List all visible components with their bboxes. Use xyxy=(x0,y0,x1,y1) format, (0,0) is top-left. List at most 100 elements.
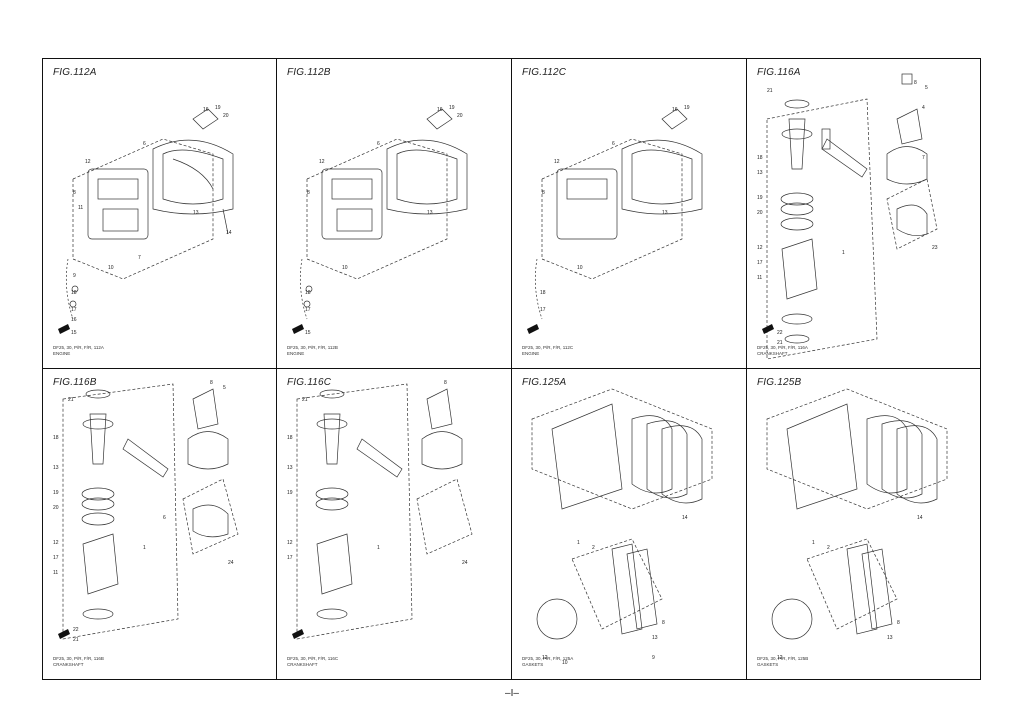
svg-text:1: 1 xyxy=(812,540,815,546)
svg-text:5: 5 xyxy=(925,85,928,91)
svg-text:8: 8 xyxy=(73,190,76,196)
svg-text:21: 21 xyxy=(777,340,783,346)
svg-text:15: 15 xyxy=(71,330,77,336)
svg-text:21: 21 xyxy=(767,88,773,94)
svg-text:13: 13 xyxy=(652,635,658,641)
figure-note: ENGINE xyxy=(287,350,305,356)
figure-code: DF25, 30, P/R, F/R, 116B xyxy=(53,656,104,661)
svg-text:19: 19 xyxy=(53,490,59,496)
figure-note: CRANKSHAFT xyxy=(757,350,788,356)
svg-text:16: 16 xyxy=(437,107,443,113)
svg-text:21: 21 xyxy=(73,637,79,643)
svg-text:13: 13 xyxy=(757,170,763,176)
svg-text:8: 8 xyxy=(542,190,545,196)
svg-text:21: 21 xyxy=(302,397,308,403)
svg-text:7: 7 xyxy=(922,155,925,161)
figure-code: DF25, 30, P/R, F/R, 116C xyxy=(287,656,339,661)
figure-note: CRANKSHAFT xyxy=(287,661,318,667)
svg-text:20: 20 xyxy=(223,113,229,119)
figure-code: DF25, 30, P/R, F/R, 112B xyxy=(287,345,338,350)
svg-text:17: 17 xyxy=(287,555,293,561)
svg-text:19: 19 xyxy=(449,105,455,111)
svg-text:24: 24 xyxy=(462,560,468,566)
svg-text:22: 22 xyxy=(777,330,783,336)
figure-title: FIG.112C xyxy=(522,67,567,78)
svg-text:13: 13 xyxy=(887,635,893,641)
svg-text:20: 20 xyxy=(457,113,463,119)
figure-caption: DF25, 30, P/R, F/R, 125B GASKETS xyxy=(757,656,808,667)
svg-text:11: 11 xyxy=(53,570,58,576)
figure-note: GASKETS xyxy=(522,661,544,667)
figure-note: CRANKSHAFT xyxy=(53,661,84,667)
svg-text:6: 6 xyxy=(143,141,146,147)
svg-text:4: 4 xyxy=(922,105,925,111)
svg-text:12: 12 xyxy=(85,159,91,165)
svg-text:18: 18 xyxy=(71,290,77,296)
svg-text:10: 10 xyxy=(108,265,114,271)
svg-text:10: 10 xyxy=(577,265,583,271)
figure-note: ENGINE xyxy=(53,350,71,356)
svg-text:23: 23 xyxy=(932,245,938,251)
figure-title: FIG.112A xyxy=(53,67,97,78)
svg-text:17: 17 xyxy=(305,307,311,313)
svg-text:16: 16 xyxy=(71,317,77,323)
svg-text:1: 1 xyxy=(842,250,845,256)
svg-text:10: 10 xyxy=(342,265,348,271)
svg-text:6: 6 xyxy=(612,141,615,147)
svg-text:20: 20 xyxy=(757,210,763,216)
svg-text:14: 14 xyxy=(226,230,232,236)
figure-note: ENGINE xyxy=(522,350,540,356)
svg-text:13: 13 xyxy=(427,210,433,216)
svg-text:9: 9 xyxy=(73,273,76,279)
svg-text:19: 19 xyxy=(684,105,690,111)
svg-text:24: 24 xyxy=(228,560,234,566)
figure-note: GASKETS xyxy=(757,661,779,667)
svg-text:18: 18 xyxy=(540,290,546,296)
svg-text:1: 1 xyxy=(377,545,380,551)
figure-title: FIG.116C xyxy=(287,377,332,388)
figure-caption: DF25, 30, P/R, F/R, 112B ENGINE xyxy=(287,345,338,356)
svg-text:2: 2 xyxy=(827,545,830,551)
figure-caption: DF25, 30, P/R, F/R, 125A GASKETS xyxy=(522,656,573,667)
svg-text:13: 13 xyxy=(193,210,199,216)
figure-code: DF25, 30, P/R, F/R, 125A xyxy=(522,656,574,661)
figure-title: FIG.125B xyxy=(757,377,802,388)
svg-text:13: 13 xyxy=(287,465,293,471)
figure-caption: DF25, 30, P/R, F/R, 112C ENGINE xyxy=(522,345,573,356)
svg-text:13: 13 xyxy=(53,465,59,471)
svg-text:21: 21 xyxy=(68,397,74,403)
svg-text:22: 22 xyxy=(73,627,79,633)
svg-text:8: 8 xyxy=(307,190,310,196)
figure-title: FIG.116A xyxy=(757,67,801,78)
svg-text:14: 14 xyxy=(917,515,923,521)
svg-text:18: 18 xyxy=(287,435,293,441)
svg-text:8: 8 xyxy=(210,380,213,386)
svg-text:5: 5 xyxy=(223,385,226,391)
svg-text:16: 16 xyxy=(672,107,678,113)
svg-text:19: 19 xyxy=(287,490,293,496)
figure-caption: DF25, 30, P/R, F/R, 112A ENGINE xyxy=(53,345,104,356)
svg-text:9: 9 xyxy=(652,655,655,661)
svg-text:12: 12 xyxy=(757,245,763,251)
svg-text:7: 7 xyxy=(138,255,141,261)
svg-text:16: 16 xyxy=(203,107,209,113)
svg-text:18: 18 xyxy=(757,155,763,161)
svg-text:12: 12 xyxy=(542,655,548,661)
svg-text:12: 12 xyxy=(319,159,325,165)
figure-title: FIG.125A xyxy=(522,377,567,388)
svg-text:12: 12 xyxy=(53,540,59,546)
svg-text:14: 14 xyxy=(682,515,688,521)
